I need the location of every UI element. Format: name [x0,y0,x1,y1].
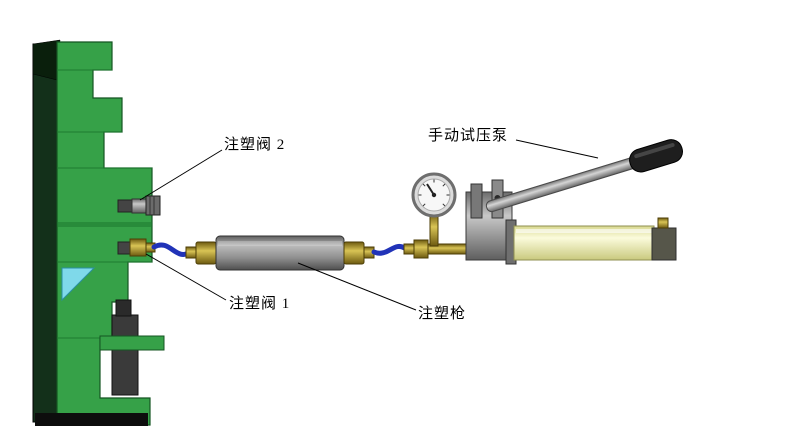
label-hand-test-pump: 手动试压泵 [428,128,509,144]
hand-pump [403,139,683,265]
injection-valve-2 [117,195,161,216]
mold-cross-section [32,39,165,426]
pump-body [465,179,513,261]
label-injection-gun: 注塑枪 [418,306,467,322]
pump-reservoir [505,217,677,265]
injection-gun [185,235,375,271]
pump-handle [485,139,683,213]
leader-valve1 [145,253,227,301]
leader-lines [139,139,599,311]
leader-pump [515,139,599,159]
hose-left [151,242,193,257]
leader-gun [297,262,417,311]
leader-valve2 [139,149,223,201]
injection-valve-1 [117,238,156,257]
pressure-gauge [411,172,457,218]
mold-insert-wedge [61,267,96,302]
label-injection-valve-1: 注塑阀 1 [229,296,291,312]
mold-lower-block [111,314,139,396]
label-injection-valve-2: 注塑阀 2 [224,137,286,153]
hose-right [371,244,409,256]
